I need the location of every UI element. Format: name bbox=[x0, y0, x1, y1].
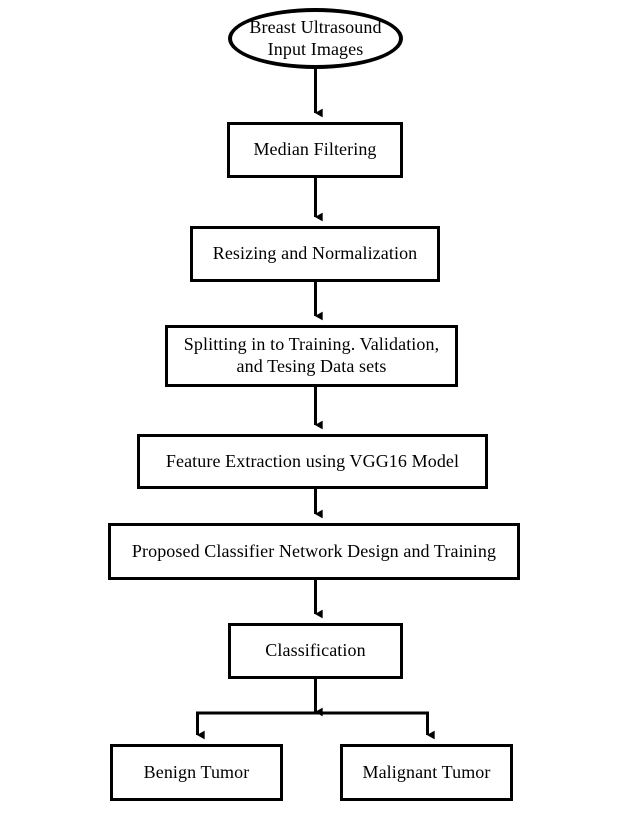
node-label: Malignant Tumor bbox=[362, 761, 491, 782]
node-label: Proposed Classifier Network Design and T… bbox=[131, 540, 497, 561]
node-label: Classification bbox=[265, 640, 366, 661]
node-malignant-tumor[interactable]: Malignant Tumor bbox=[340, 744, 513, 801]
node-label: Median Filtering bbox=[253, 139, 377, 160]
node-label: Splitting in to Training. Validation, an… bbox=[183, 334, 440, 376]
node-resizing-normalization[interactable]: Resizing and Normalization bbox=[190, 226, 440, 282]
edge-branch-to-malignant bbox=[315, 711, 435, 740]
node-benign-tumor[interactable]: Benign Tumor bbox=[110, 744, 283, 801]
node-label: Resizing and Normalization bbox=[212, 243, 418, 264]
node-label: Breast Ultrasound Input Images bbox=[249, 16, 382, 59]
node-classification[interactable]: Classification bbox=[228, 623, 403, 679]
node-data-splitting[interactable]: Splitting in to Training. Validation, an… bbox=[165, 325, 458, 387]
node-label: Feature Extraction using VGG16 Model bbox=[165, 450, 460, 471]
node-median-filtering[interactable]: Median Filtering bbox=[227, 122, 403, 178]
node-input-images[interactable]: Breast Ultrasound Input Images bbox=[228, 8, 403, 69]
node-classifier-training[interactable]: Proposed Classifier Network Design and T… bbox=[108, 523, 520, 580]
node-label: Benign Tumor bbox=[143, 761, 250, 782]
node-feature-extraction[interactable]: Feature Extraction using VGG16 Model bbox=[137, 434, 488, 489]
edge-branch-to-benign bbox=[196, 711, 316, 740]
